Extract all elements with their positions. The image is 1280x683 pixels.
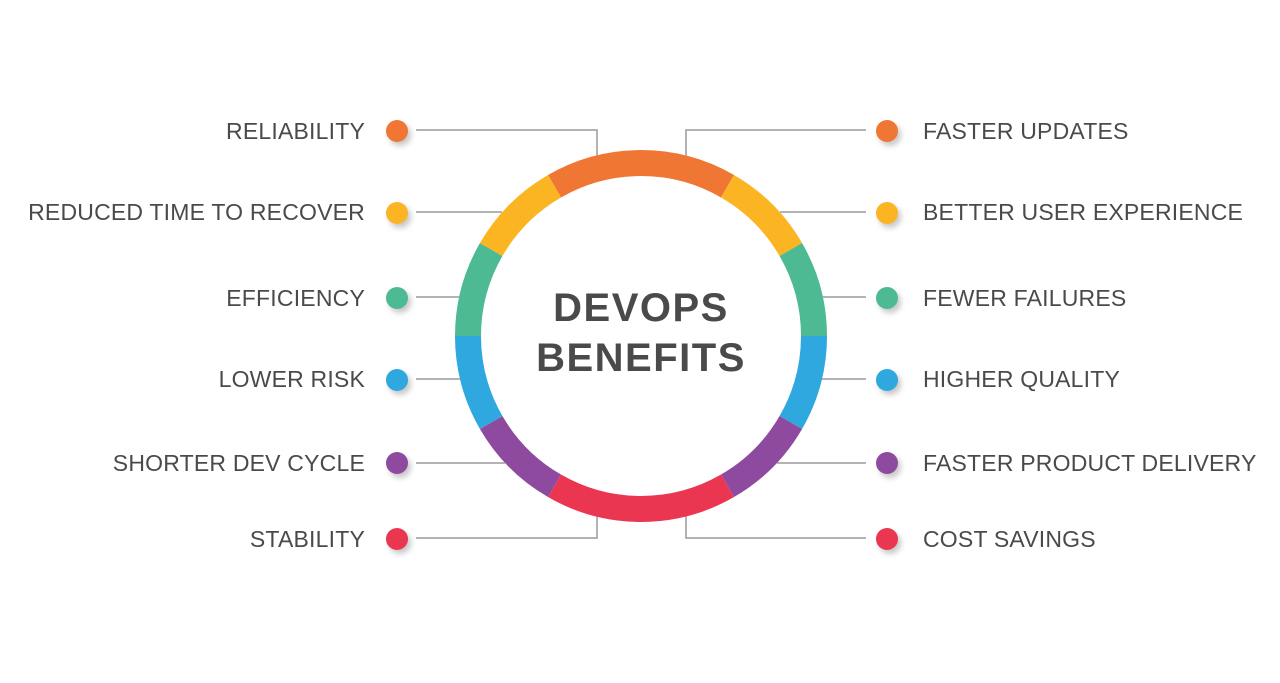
connector-lines bbox=[416, 129, 866, 539]
right-label-better-ux: BETTER USER EXPERIENCE bbox=[923, 199, 1244, 225]
connector-reliability bbox=[416, 129, 598, 156]
ring-segment-green-left bbox=[455, 243, 503, 337]
ring-segment-blue-left bbox=[455, 335, 503, 429]
red-dot-icon bbox=[386, 528, 408, 550]
ring bbox=[455, 150, 827, 522]
right-label-faster-updates: FASTER UPDATES bbox=[923, 118, 1129, 144]
orange-dot-icon bbox=[876, 120, 898, 142]
red-dot-icon bbox=[876, 528, 898, 550]
yellow-dot-icon bbox=[386, 202, 408, 224]
ring-segment-blue-right bbox=[779, 335, 827, 429]
left-label-lower-risk: LOWER RISK bbox=[218, 366, 365, 392]
title-line-1: DEVOPS bbox=[553, 286, 729, 330]
left-label-reliability: RELIABILITY bbox=[226, 118, 365, 144]
blue-dot-icon bbox=[876, 369, 898, 391]
ring-segment-orange bbox=[548, 150, 734, 198]
purple-dot-icon bbox=[876, 452, 898, 474]
green-dot-icon bbox=[386, 287, 408, 309]
right-label-higher-quality: HIGHER QUALITY bbox=[923, 366, 1121, 392]
right-label-faster-delivery: FASTER PRODUCT DELIVERY bbox=[923, 450, 1257, 476]
left-label-shorter-dev-cycle: SHORTER DEV CYCLE bbox=[112, 450, 365, 476]
ring-segment-purple-right bbox=[720, 415, 803, 498]
ring-segment-yellow-left bbox=[479, 174, 562, 257]
green-dot-icon bbox=[876, 287, 898, 309]
ring-segment-purple-left bbox=[479, 415, 562, 498]
right-label-fewer-failures: FEWER FAILURES bbox=[923, 285, 1127, 311]
purple-dot-icon bbox=[386, 452, 408, 474]
left-label-reduced-time: REDUCED TIME TO RECOVER bbox=[28, 199, 365, 225]
blue-dot-icon bbox=[386, 369, 408, 391]
ring-segment-yellow-right bbox=[720, 174, 803, 257]
title-line-2: BENEFITS bbox=[536, 336, 746, 380]
orange-dot-icon bbox=[386, 120, 408, 142]
connector-cost-savings bbox=[685, 514, 866, 539]
left-label-efficiency: EFFICIENCY bbox=[226, 285, 365, 311]
yellow-dot-icon bbox=[876, 202, 898, 224]
ring-segment-green-right bbox=[779, 243, 827, 337]
ring-segment-red bbox=[548, 474, 734, 522]
left-label-stability: STABILITY bbox=[249, 526, 365, 552]
right-label-cost-savings: COST SAVINGS bbox=[923, 526, 1096, 552]
connector-faster-updates bbox=[685, 129, 866, 156]
connector-stability bbox=[416, 514, 598, 539]
